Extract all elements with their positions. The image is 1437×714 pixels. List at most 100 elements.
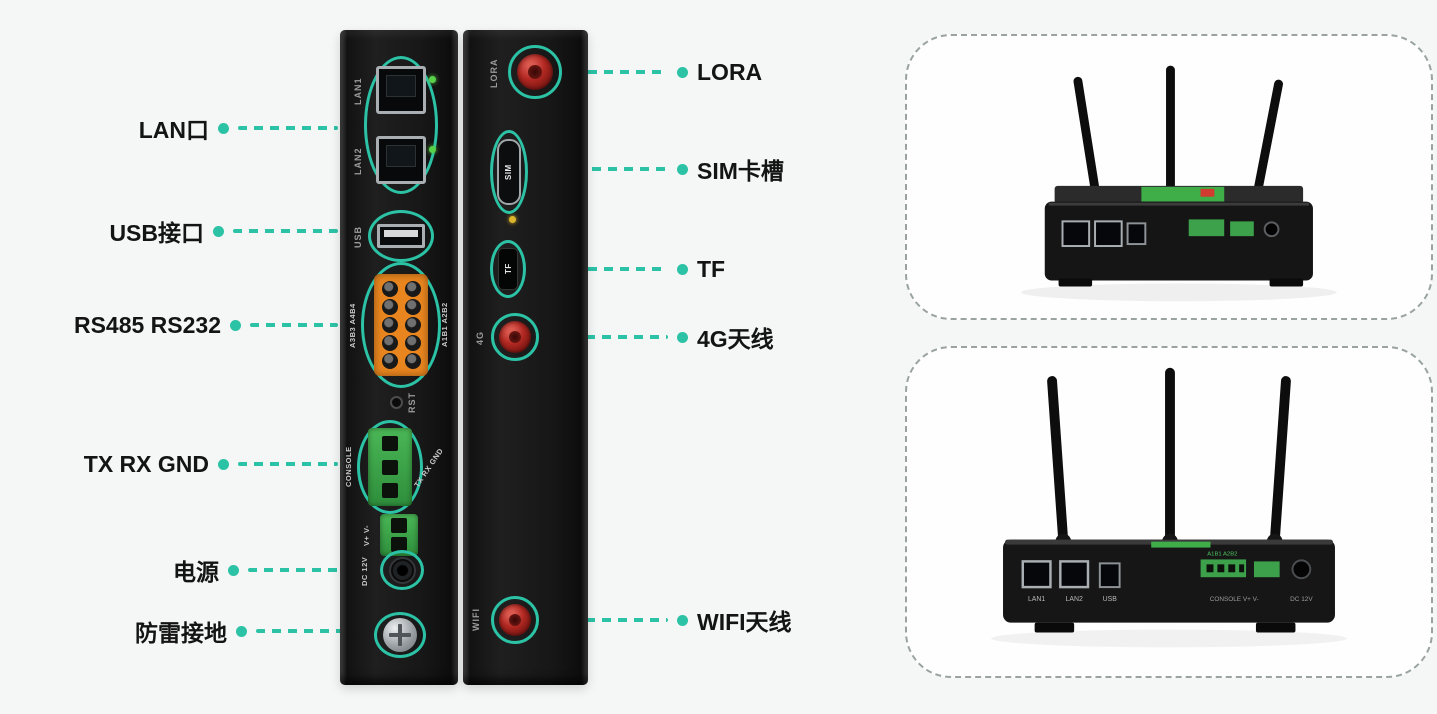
callout-wifi-antenna: WIFI天线 (554, 605, 792, 635)
callout-lora: LORA (556, 57, 762, 87)
dc-label: DC 12V (360, 556, 369, 586)
sim-slot-label: SIM (504, 164, 513, 180)
green-terminal (1230, 221, 1254, 237)
callout-dot (213, 225, 224, 237)
router-rear-illustration: LAN1 LAN2 USB A1B1 A2B2 CONSOLE V+ V- DC… (991, 367, 1347, 648)
callout-txrxgnd-label: TX RX GND (83, 450, 209, 477)
callout-lan-label: LAN口 (138, 117, 209, 143)
green-terminal (1253, 561, 1280, 578)
callout-dot (228, 564, 239, 576)
callout-dot (677, 331, 688, 343)
terminal-hole (382, 436, 398, 452)
callout-dot (218, 458, 229, 470)
wifi-antenna-connector (499, 604, 531, 636)
dc-jack (1263, 221, 1280, 238)
leader-line (554, 618, 668, 622)
callout-wifi-label: WIFI天线 (697, 609, 792, 635)
callout-rs485-label: RS485 RS232 (73, 311, 221, 338)
4g-antenna-connector (499, 321, 531, 353)
callout-dot (230, 319, 241, 331)
callout-4g-label: 4G天线 (697, 326, 774, 352)
4g-connector-label: 4G (475, 331, 485, 346)
shadow (1021, 283, 1337, 302)
leader-line (554, 335, 668, 339)
callout-dot (677, 163, 688, 175)
antenna-right (1270, 376, 1291, 542)
callout-sim-label: SIM卡槽 (697, 158, 784, 184)
antenna-middle (1166, 65, 1175, 202)
body (1003, 539, 1335, 623)
callout-grounding-label: 防雷接地 (135, 620, 227, 646)
antenna-right (1252, 79, 1283, 202)
power-terminal (380, 514, 418, 556)
antennas (1047, 367, 1291, 550)
rs485-terminal-block (374, 274, 428, 376)
terminal-hole (381, 299, 398, 315)
callout-grounding: 防雷接地 (135, 616, 368, 646)
terminal-hole (404, 317, 421, 333)
callout-power-label: 电源 (173, 559, 219, 585)
foot (1255, 622, 1296, 633)
terminal-hole (404, 335, 421, 351)
txrxgnd-label: TX RX GND (412, 446, 446, 490)
lan2-port (376, 136, 426, 184)
terminal-hole (1239, 564, 1245, 573)
dc-print: DC 12V (1290, 596, 1313, 603)
lan1-port-label: LAN1 (353, 77, 363, 105)
leader-line (238, 126, 338, 130)
terminal-hole (1228, 564, 1236, 573)
terminal-hole (391, 518, 407, 533)
top-sticker (1151, 541, 1211, 548)
callout-lora-label: LORA (697, 58, 763, 85)
callout-dot (677, 614, 688, 626)
lan1-led (429, 76, 436, 83)
callout-dot (218, 122, 229, 134)
sim-card-slot (497, 139, 521, 205)
console-print: CONSOLE V+ V- (1210, 596, 1259, 603)
lan1-print: LAN1 (1028, 596, 1045, 603)
router-angled-illustration (1021, 65, 1337, 302)
router-body: LAN1 LAN2 USB A1B1 A2B2 CONSOLE V+ V- DC… (1003, 539, 1335, 633)
terminal-hole (1206, 564, 1214, 573)
device-side-panel: LORA SIM TF 4G WIFI (463, 30, 588, 685)
callout-power: 电源 (173, 555, 378, 585)
terminal-print: A1B1 A2B2 (1207, 551, 1237, 557)
router-body (1044, 185, 1313, 287)
callout-lan-port: LAN口 (139, 113, 338, 143)
ethernet-port (1059, 560, 1090, 589)
console-label: CONSOLE (344, 446, 353, 488)
foot (1034, 622, 1075, 633)
body-edge-highlight (1048, 202, 1310, 206)
dc-power-jack (389, 557, 416, 584)
lan1-port (376, 66, 426, 114)
tf-card-slot (498, 248, 518, 290)
foot (1058, 278, 1093, 287)
antenna-left (1047, 376, 1068, 542)
terminal-hole (404, 353, 421, 369)
lan2-port-label: LAN2 (353, 147, 363, 175)
device-front-panel: LAN1 LAN2 USB A1B1 A2B2 A3B3 A4B4 RST (340, 30, 458, 685)
lora-connector-label: LORA (489, 58, 499, 88)
leader-line (238, 462, 338, 466)
usb-port-label: USB (353, 225, 363, 248)
wifi-connector-label: WIFI (471, 608, 481, 632)
leader-line (508, 267, 668, 271)
terminal-hole (1217, 564, 1225, 573)
usb-port (1098, 562, 1121, 589)
sticker-red-mark (1200, 188, 1215, 197)
serial-pinout-left-label: A3B3 A4B4 (348, 303, 357, 349)
terminal-hole (381, 353, 398, 369)
antennas (1073, 65, 1283, 203)
terminal-hole (381, 335, 398, 351)
callout-dot (677, 263, 688, 275)
callout-4g-antenna: 4G天线 (554, 322, 774, 352)
callout-rs485-rs232: RS485 RS232 (74, 310, 338, 340)
reset-label: RST (407, 392, 417, 414)
terminal-hole (381, 281, 398, 297)
leader-line (256, 629, 368, 633)
callout-dot (236, 625, 247, 637)
terminal-hole (382, 482, 398, 498)
usb-tongue (384, 230, 418, 237)
leader-line (512, 167, 668, 171)
